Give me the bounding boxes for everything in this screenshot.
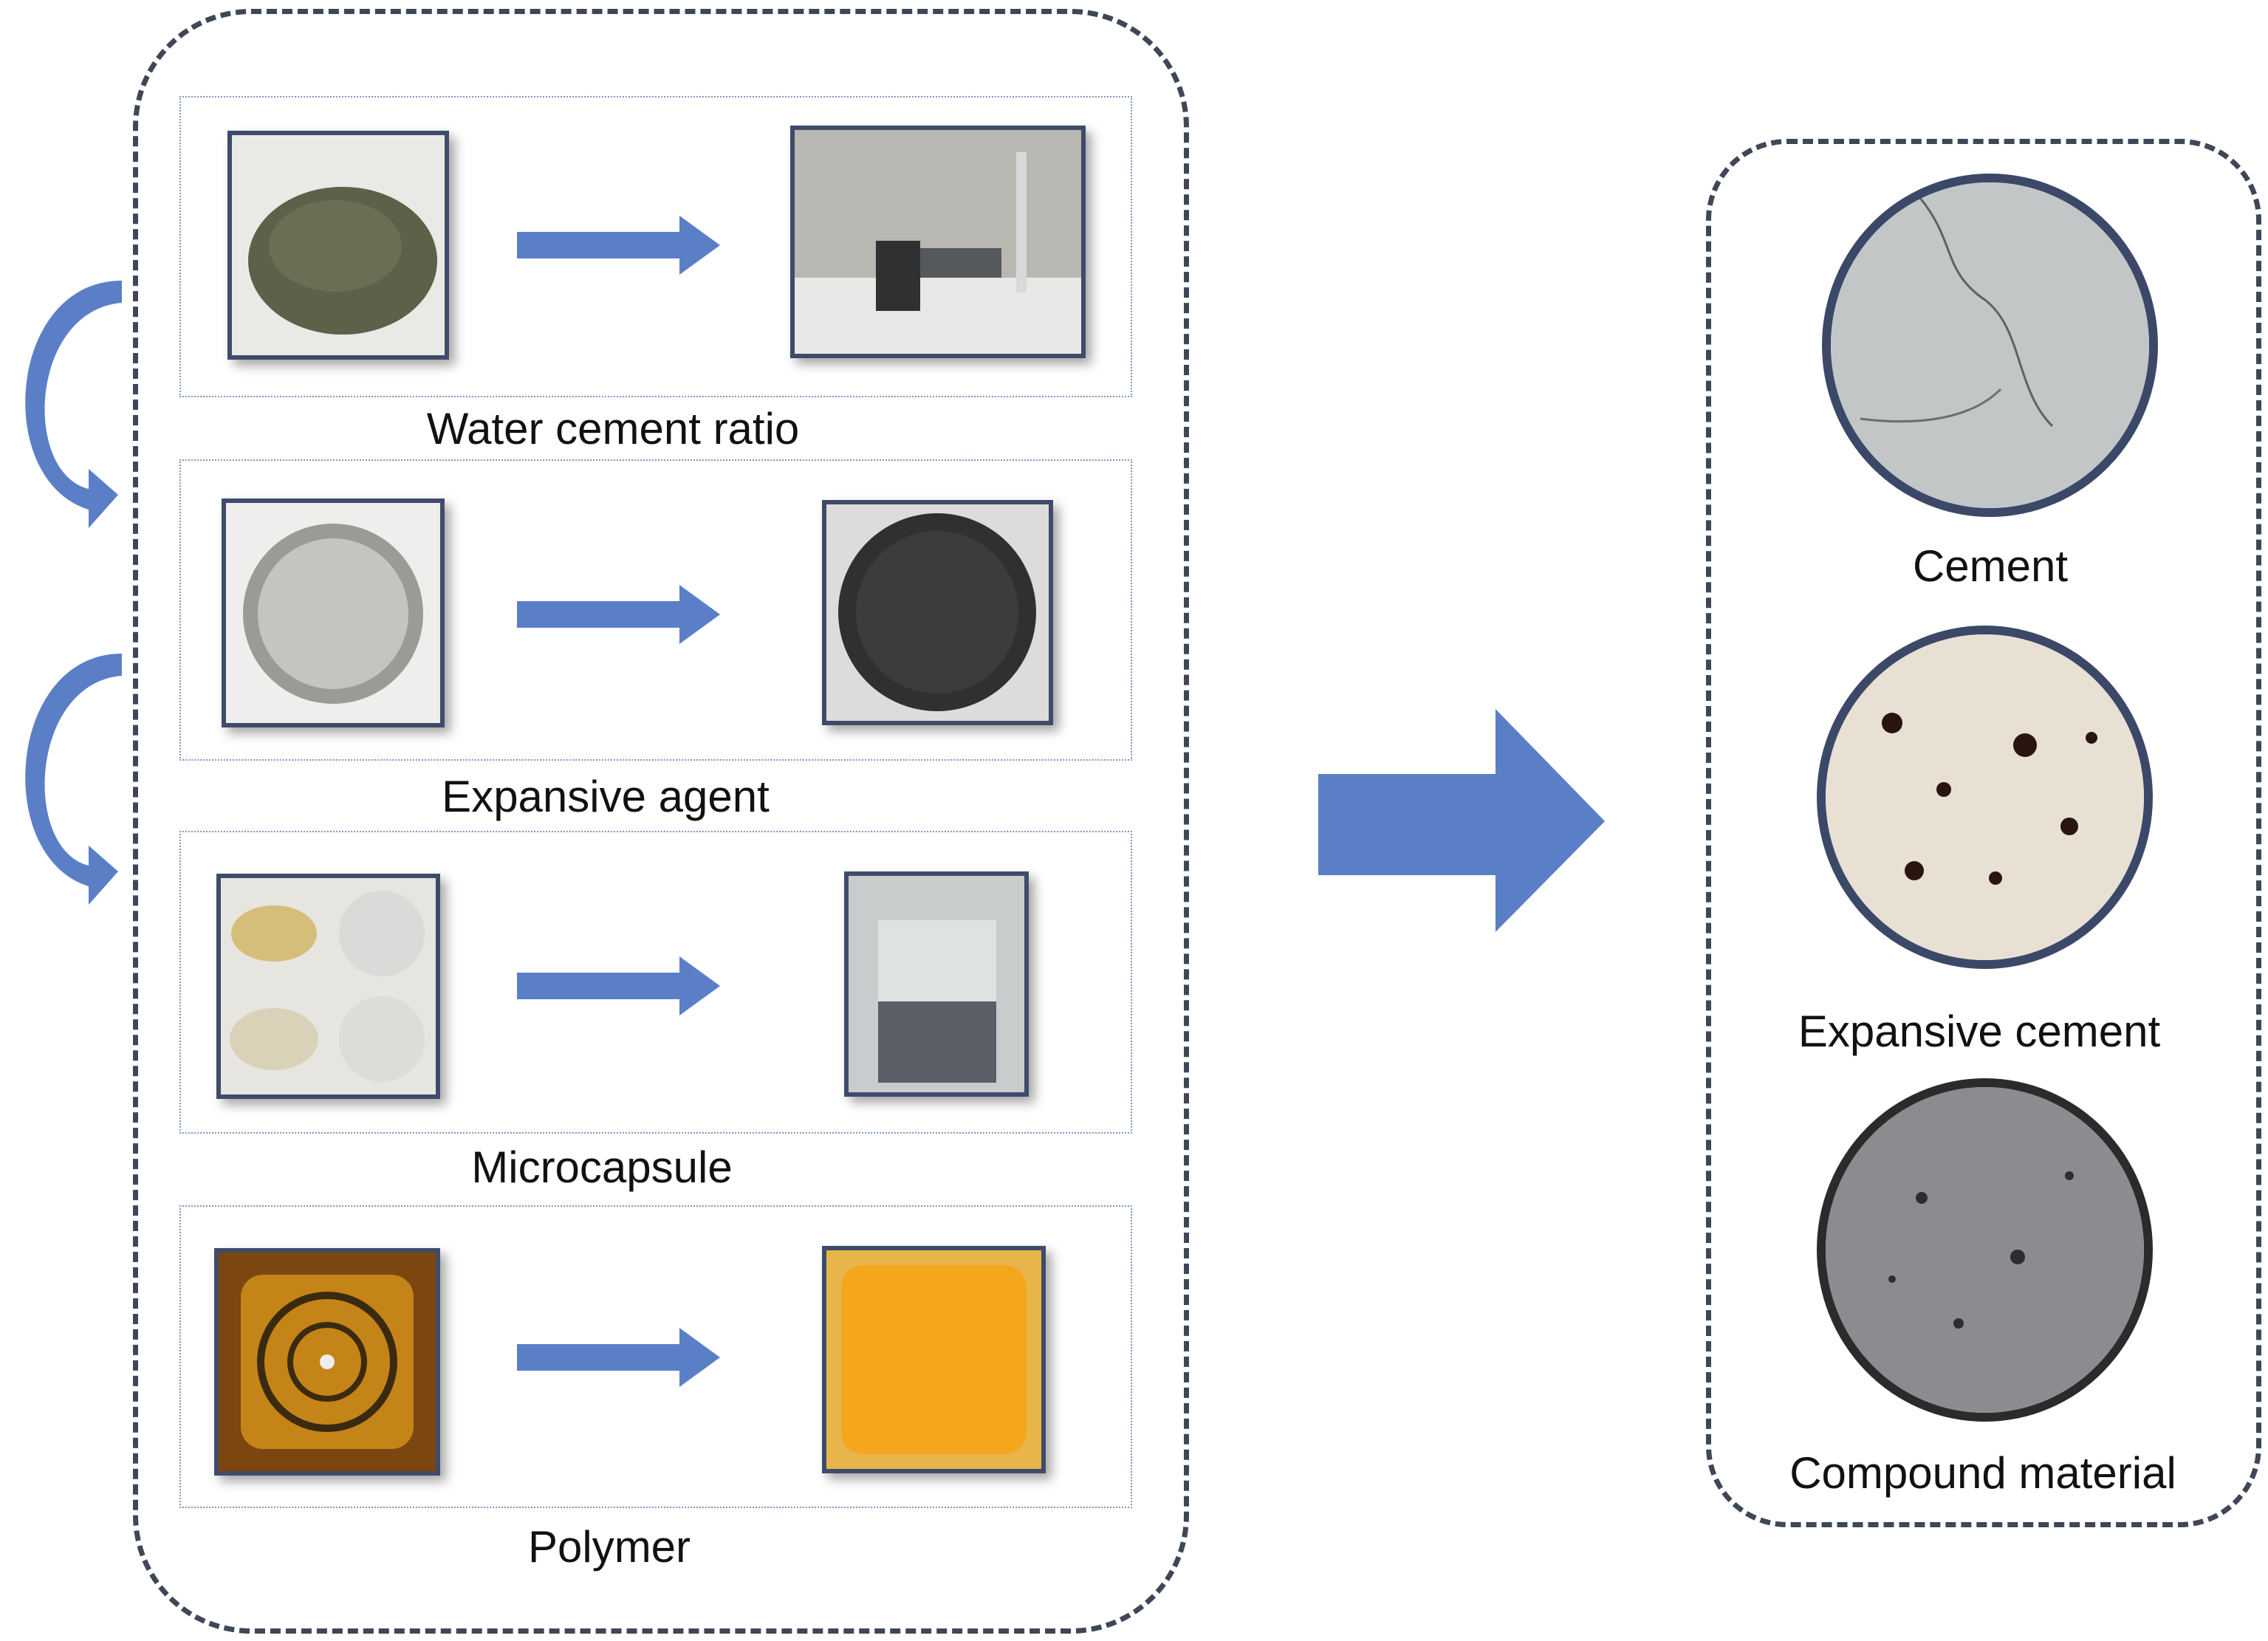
cement-result-circle <box>1822 174 2158 517</box>
step-label-water-cement-ratio: Water cement ratio <box>426 404 800 453</box>
polymer-liquid-photo <box>214 1248 440 1476</box>
big-arrow-right <box>1318 709 1605 932</box>
microcapsule-beaker-photo <box>844 871 1029 1097</box>
step-label-expansive-agent: Expansive agent <box>442 772 770 821</box>
compound-material-result-circle <box>1817 1078 2153 1422</box>
expansive-sample-photo <box>822 500 1053 725</box>
step-label-microcapsule: Microcapsule <box>471 1142 733 1192</box>
arrow-right-3 <box>517 956 720 1015</box>
polymer-gel-photo <box>822 1246 1046 1473</box>
result-label-expansive-cement: Expansive cement <box>1798 1007 2161 1056</box>
result-label-compound-material: Compound material <box>1789 1448 2176 1498</box>
step-label-polymer: Polymer <box>527 1522 691 1572</box>
step-box-polymer <box>179 1205 1132 1508</box>
arrow-right-2 <box>517 585 720 644</box>
result-label-cement: Cement <box>1912 541 2069 591</box>
curved-arrows <box>25 281 122 905</box>
results-panel <box>1706 139 2261 1527</box>
curved-arrow-2 <box>25 654 122 905</box>
step-box-water-cement-ratio <box>179 96 1132 397</box>
curved-arrow-1 <box>25 281 122 528</box>
microcapsule-photo <box>216 874 440 1099</box>
arrow-right-4 <box>517 1328 720 1387</box>
step-box-microcapsule <box>179 831 1132 1134</box>
step-box-expansive-agent <box>179 459 1132 761</box>
mixing-equipment-photo <box>790 126 1086 358</box>
arrow-right-1 <box>517 216 720 275</box>
expansive-cement-result-circle <box>1817 626 2153 969</box>
materials-panel <box>133 9 1189 1634</box>
cement-powder-photo <box>227 131 449 360</box>
expansive-agent-powder-photo <box>222 499 445 727</box>
